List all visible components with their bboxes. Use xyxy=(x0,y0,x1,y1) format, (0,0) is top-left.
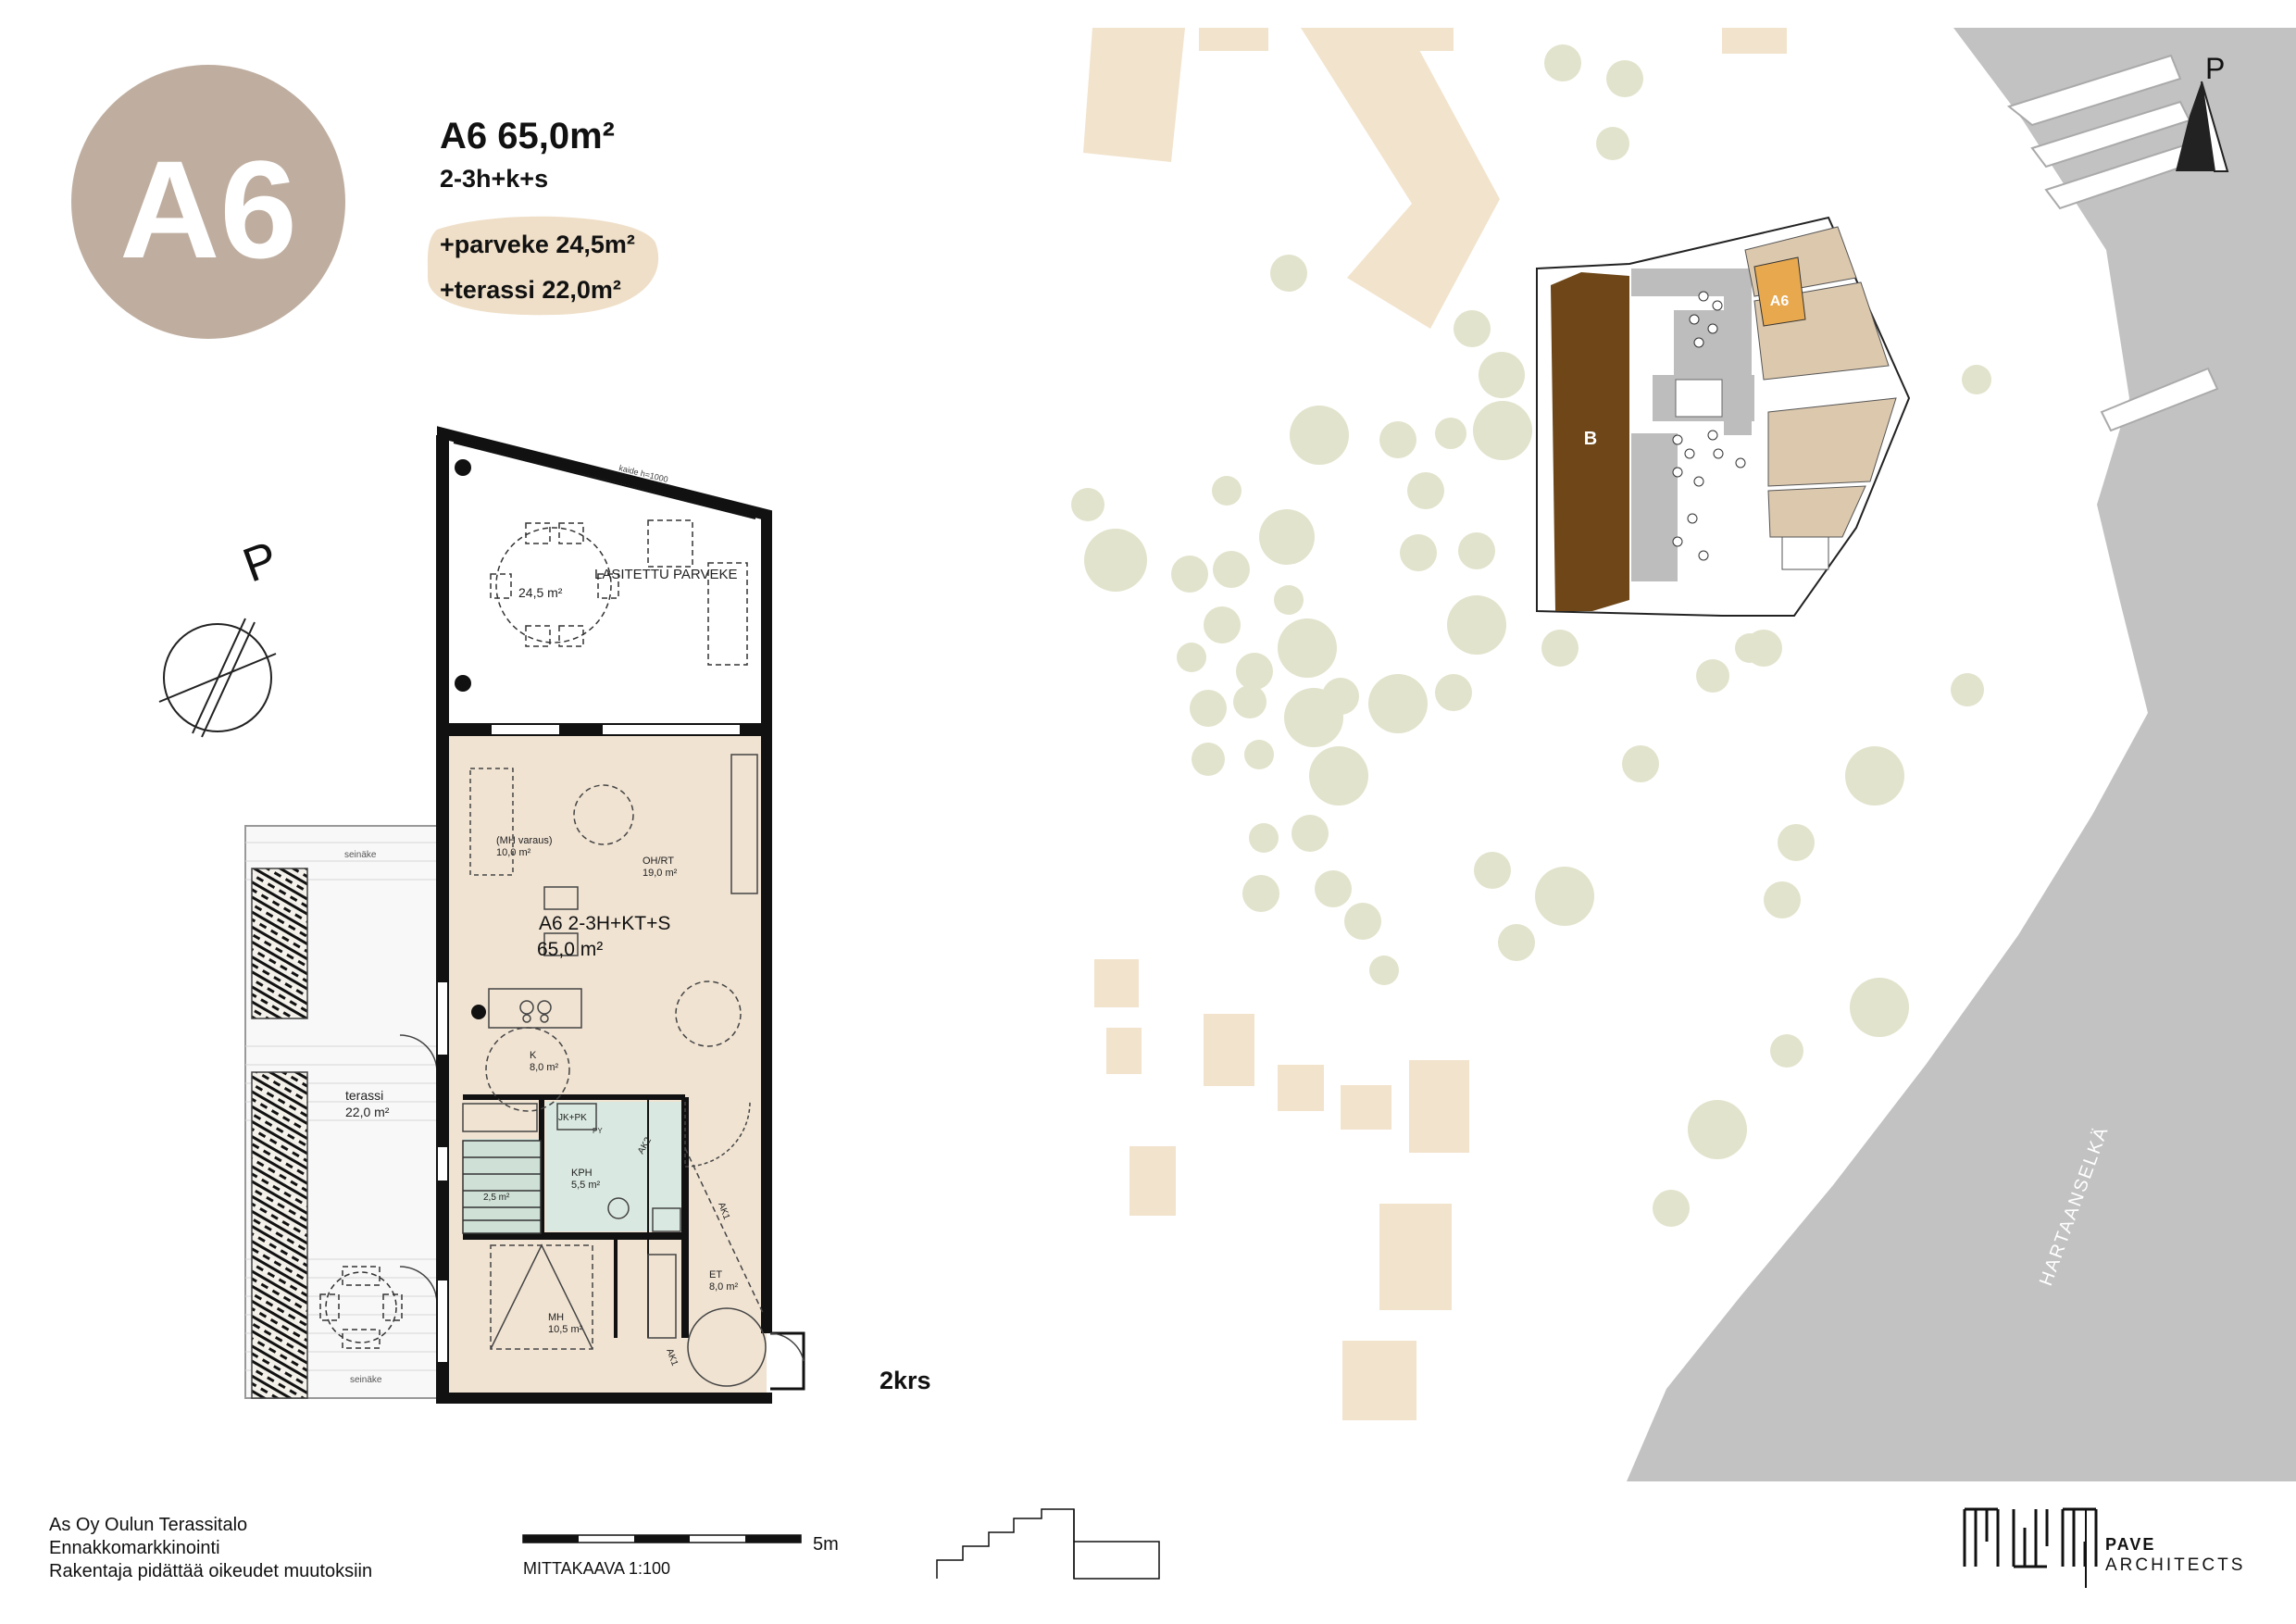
pave-logo-mark xyxy=(1963,1507,2098,1568)
section-icon xyxy=(936,1508,1160,1580)
apartment-area: 65,0 m² xyxy=(537,939,603,960)
terrace-area: 22,0 m² xyxy=(345,1105,390,1119)
terrace-extra: +terassi 22,0m² xyxy=(440,276,621,304)
terrace-planter-top xyxy=(251,868,308,1019)
apartment-name: A6 2-3H+KT+S xyxy=(539,913,670,934)
bath-floor xyxy=(546,1102,685,1231)
living-name: OH/RT xyxy=(643,856,674,867)
storage-label: JK+PK xyxy=(558,1113,587,1123)
site-map: B A xyxy=(1071,28,2296,1481)
entrance-door xyxy=(770,1331,805,1391)
unit-badge: A6 xyxy=(71,65,345,339)
mh-reserve-area: 10,0 m² xyxy=(496,847,531,858)
pave-architects: ARCHITECTS xyxy=(2105,1555,2245,1575)
terrace-wall-label-top: seinäke xyxy=(344,850,377,860)
highlight-unit-label: A6 xyxy=(1770,294,1790,309)
washer-label: PY xyxy=(593,1127,603,1135)
highlight-unit xyxy=(1753,256,1806,327)
balcony-area: 24,5 m² xyxy=(518,585,563,600)
site-buildings xyxy=(1083,28,1787,1420)
hall-name: ET xyxy=(709,1269,722,1280)
badge-label: A6 xyxy=(119,131,297,287)
bedroom-name: MH xyxy=(548,1312,564,1323)
living-area: 19,0 m² xyxy=(643,868,678,879)
balcony-extra: +parveke 24,5m² xyxy=(440,231,635,258)
hall-area: 8,0 m² xyxy=(709,1281,739,1293)
stairs xyxy=(462,1140,542,1234)
terrace-planter-side xyxy=(251,1071,308,1399)
footer-company: As Oy Oulun Terassitalo xyxy=(49,1515,247,1535)
windows xyxy=(436,723,742,1364)
footer-line3: Rakentaja pidättää oikeudet muutoksiin xyxy=(49,1561,372,1581)
scale-label: MITTAKAAVA 1:100 xyxy=(523,1559,670,1578)
apartment-plan: seinäke seinäke xyxy=(244,426,931,1404)
badge-circle xyxy=(71,65,345,339)
pave-logo: PAVE ARCHITECTS xyxy=(1963,1507,2245,1588)
interior-furniture xyxy=(462,754,767,1387)
plan-north-arrow: P xyxy=(158,531,285,738)
terrace-furniture xyxy=(319,1266,403,1349)
scale-bar: 5m MITTAKAAVA 1:100 xyxy=(522,1534,839,1578)
apartment-floor xyxy=(443,730,767,1398)
bedroom-area: 10,5 m² xyxy=(548,1324,583,1335)
lake xyxy=(1627,28,2296,1481)
terrace-wall-label-bottom: seinäke xyxy=(350,1375,382,1385)
scale-end-label: 5m xyxy=(813,1534,839,1555)
bath-area: 5,5 m² xyxy=(571,1180,601,1191)
extras-highlight-blob xyxy=(427,216,659,316)
kitchen-name: K xyxy=(530,1050,537,1061)
building-b xyxy=(1551,272,1629,611)
building-block: B A xyxy=(1536,216,1911,617)
unit-type: 2-3h+k+s xyxy=(440,165,548,193)
plan-north-label: P xyxy=(236,531,284,593)
floor-label: 2krs xyxy=(880,1367,931,1394)
balcony-furniture xyxy=(490,519,748,666)
kitchen-area: 8,0 m² xyxy=(530,1062,559,1073)
building-b-label: B xyxy=(1584,429,1597,449)
bath-name: KPH xyxy=(571,1168,593,1179)
site-trees xyxy=(1071,44,1991,1227)
terrace-name: terassi xyxy=(345,1088,383,1103)
pave-name: PAVE xyxy=(2105,1535,2155,1554)
mh-reserve-name: (MH varaus) xyxy=(496,835,553,846)
balcony-name: LASITETTU PARVEKE xyxy=(594,567,738,582)
unit-title: A6 65,0m² xyxy=(440,116,615,156)
site-north-label: P xyxy=(2205,52,2225,85)
footer-line2: Ennakkomarkkinointi xyxy=(49,1538,220,1558)
pier xyxy=(2006,54,2219,432)
sauna-area: 2,5 m² xyxy=(483,1193,510,1203)
